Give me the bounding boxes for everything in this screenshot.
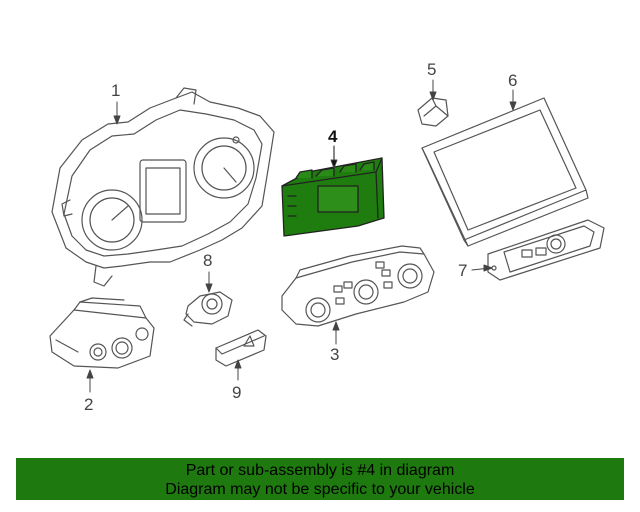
banner-line-2: Diagram may not be specific to your vehi… [165,481,475,498]
banner-line-1: Part or sub-assembly is #4 in diagram [185,462,455,479]
clip-part[interactable] [417,97,449,127]
info-display-module-part[interactable] [281,157,385,237]
callout-8: 8 [203,251,212,270]
callout-3: 3 [330,345,339,364]
info-banner: Part or sub-assembly is #4 in diagram Di… [16,458,624,500]
callout-1: 1 [111,81,120,100]
callout-5: 5 [427,60,436,79]
callout-2: 2 [84,395,93,414]
switch-panel-part[interactable] [49,297,155,369]
hazard-switch-part[interactable] [215,329,267,367]
leader-lines [86,79,517,393]
display-screen-part[interactable] [421,97,589,247]
push-switch-part[interactable] [183,291,233,327]
instrument-cluster-part[interactable] [51,87,275,287]
climate-control-part[interactable] [281,245,435,327]
callout-6: 6 [508,71,517,90]
callout-9: 9 [232,383,241,402]
callout-4: 4 [328,127,338,146]
control-bezel-part[interactable] [487,219,605,281]
callout-7: 7 [458,261,467,280]
